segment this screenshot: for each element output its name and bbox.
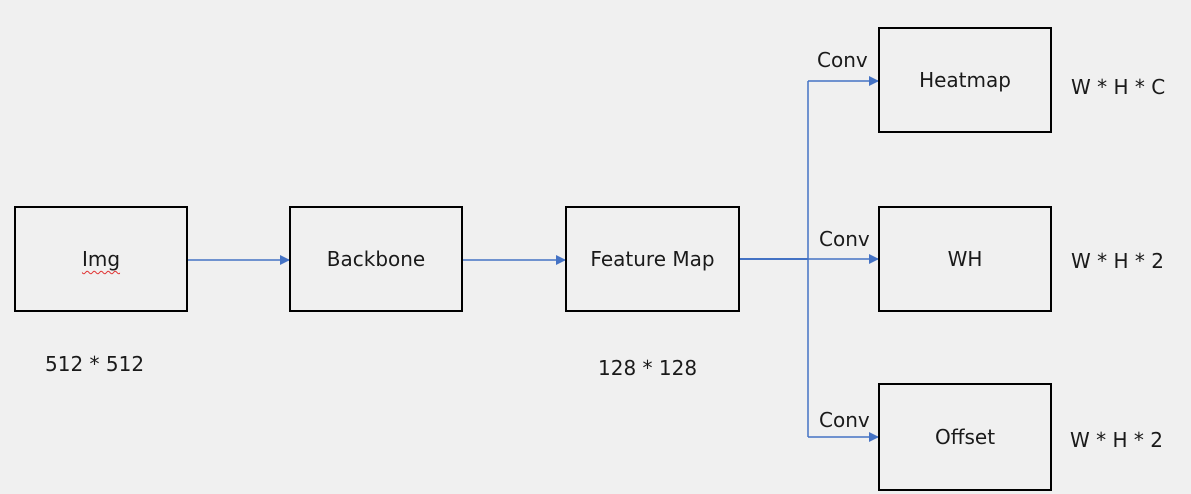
heatmap-node: Heatmap [878,27,1052,133]
backbone-node: Backbone [289,206,463,312]
backbone-node-label: Backbone [326,247,426,271]
wh-node: WH [878,206,1052,312]
feature-map-node-label: Feature Map [590,247,715,271]
heatmap-node-label: Heatmap [919,68,1011,92]
conv-label-offset: Conv [819,408,870,432]
img-node: Img [14,206,188,312]
offset-node: Offset [878,383,1052,491]
conv-label-wh: Conv [819,227,870,251]
feature-map-dimension-label: 128 * 128 [598,356,698,380]
wh-node-label: WH [947,247,983,271]
offset-node-label: Offset [934,425,996,449]
offset-dimension-label: W * H * 2 [1070,428,1163,452]
img-dimension-label: 512 * 512 [45,352,145,376]
wh-dimension-label: W * H * 2 [1071,249,1164,273]
heatmap-dimension-label: W * H * C [1071,75,1166,99]
img-node-label: Img [81,247,121,271]
conv-label-heatmap: Conv [817,48,868,72]
feature-map-node: Feature Map [565,206,740,312]
